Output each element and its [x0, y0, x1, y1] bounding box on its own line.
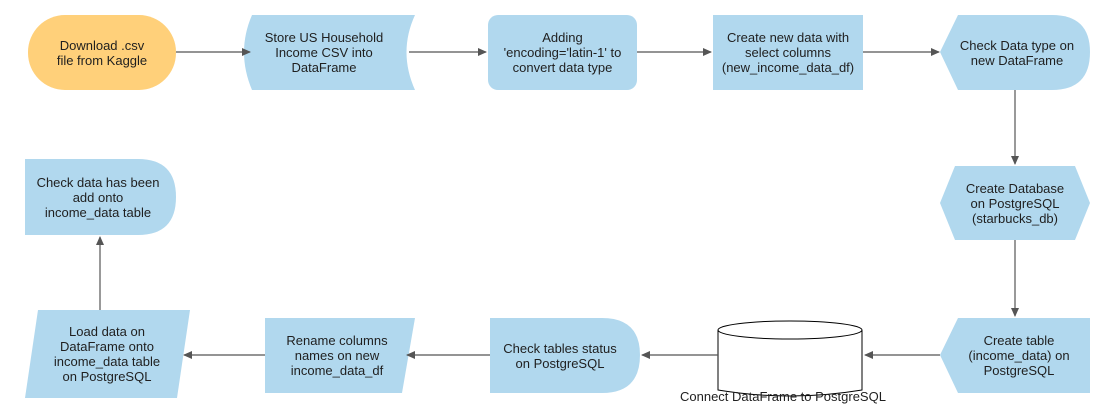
adding-process-shape — [488, 15, 637, 90]
check-tables-shape — [490, 318, 640, 393]
rename-label: Rename columns names on new income_data_… — [286, 333, 388, 378]
check-added-shape — [25, 159, 176, 235]
create-db-label: Create Database on PostgreSQL (starbucks… — [965, 180, 1065, 226]
download-terminal-shape — [28, 15, 176, 90]
store-data-shape — [244, 15, 415, 90]
rename-parallelogram-shape — [265, 318, 415, 393]
connect-database-shape — [717, 320, 863, 397]
load-parallelogram-shape — [25, 310, 190, 398]
adding-label: Adding 'encoding='latin-1' to convert da… — [503, 30, 622, 75]
create-table-label: Create table (income_data) on PostgreSQL — [968, 333, 1070, 378]
create-new-label: Create new data with select columns (new… — [721, 30, 855, 75]
create-db-hexagon-shape — [940, 166, 1090, 240]
check-tables-label: Check tables status on PostgreSQL — [503, 340, 617, 371]
store-label: Store US Household Income CSV into DataF… — [264, 30, 384, 75]
check-dtype-label: Check Data type on new DataFrame — [959, 37, 1075, 68]
create-table-shape — [940, 318, 1090, 393]
create-new-process-shape — [713, 15, 863, 90]
load-label: Load data on DataFrame onto income_data … — [53, 324, 161, 384]
check-added-label: Check data has been add onto income_data… — [36, 174, 160, 220]
connect-caption: Connect DataFrame to PostgreSQL — [680, 389, 886, 404]
download-label: Download .csv file from Kaggle — [56, 37, 148, 68]
check-dtype-shape — [940, 15, 1090, 90]
